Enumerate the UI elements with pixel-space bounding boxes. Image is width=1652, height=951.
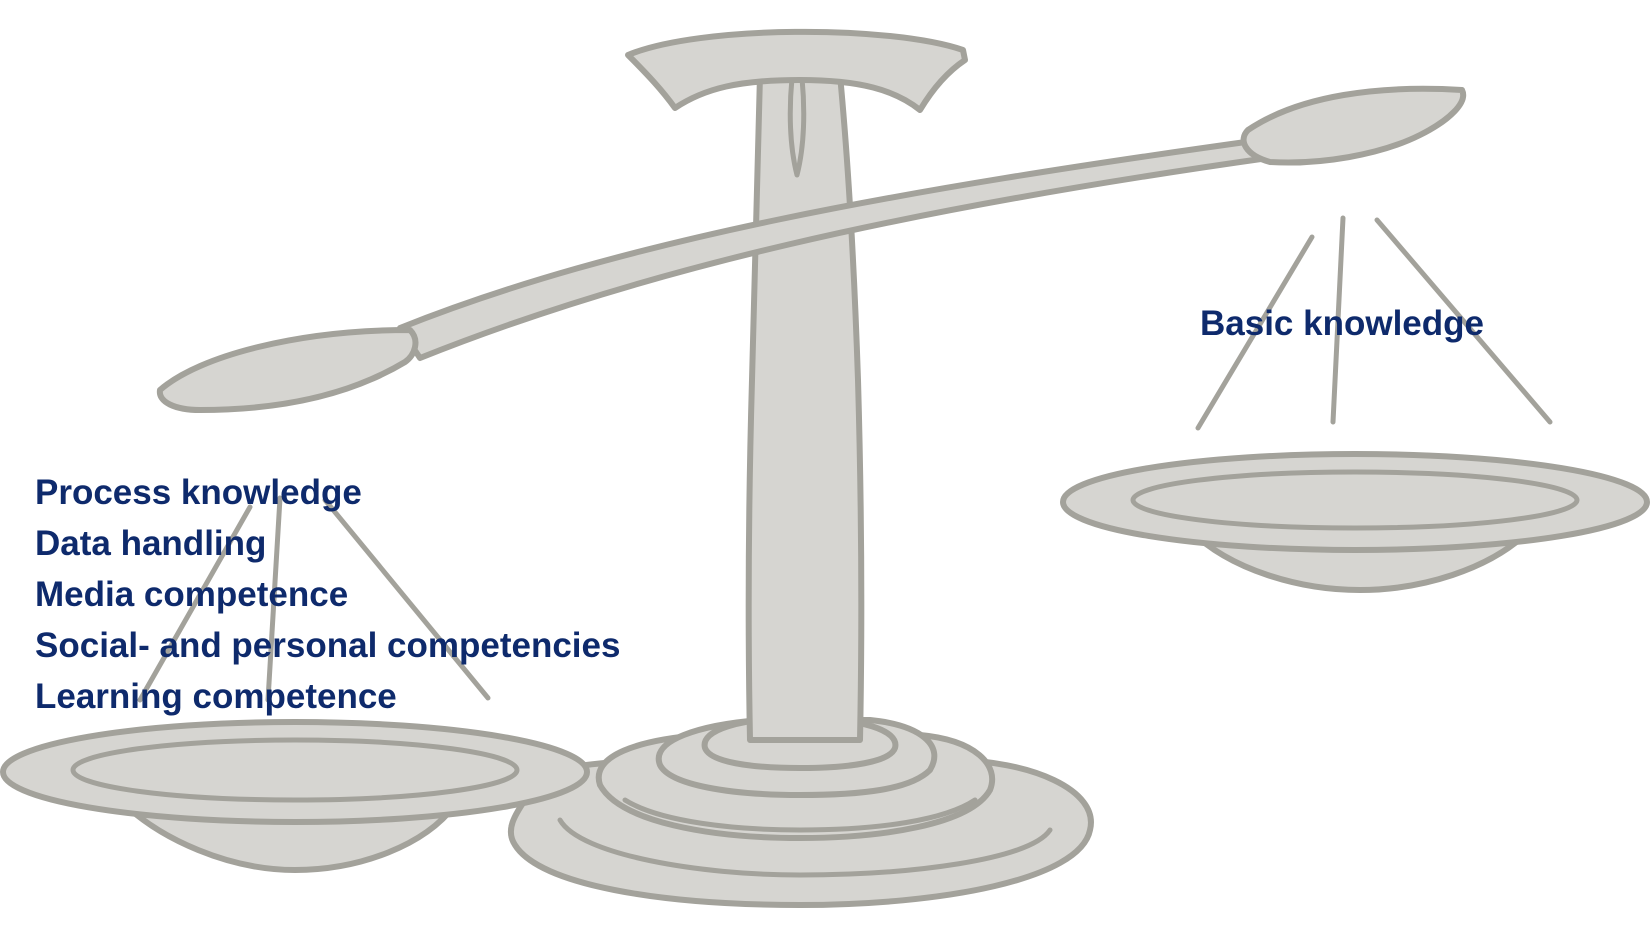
- left-chain-middle: [265, 495, 283, 703]
- right-chain-left: [1195, 234, 1315, 431]
- column-highlight: [787, 42, 807, 178]
- column-post: [745, 72, 865, 743]
- left-pan-inner-ring: [70, 737, 520, 803]
- beam-right-end: [1240, 85, 1467, 166]
- left-pan-rim: [0, 719, 590, 825]
- left-chain-right: [322, 497, 491, 701]
- left-pan-item: Data handling: [35, 524, 267, 563]
- right-chain-right: [1374, 217, 1553, 425]
- beam-left-end: [156, 327, 419, 413]
- right-pan-label: Basic knowledge: [1200, 304, 1484, 343]
- right-pan-chains: [1195, 215, 1553, 431]
- right-pan-inner-ring: [1130, 469, 1580, 531]
- right-chain-middle: [1330, 215, 1346, 425]
- left-pan-item: Social- and personal competencies: [35, 626, 621, 665]
- left-pan: [0, 719, 590, 873]
- right-pan-rim: [1060, 451, 1650, 553]
- scale-top-crossbar: [625, 28, 968, 113]
- scale-beam: [156, 85, 1467, 413]
- scale-base: [507, 715, 1094, 908]
- left-pan-chains: [137, 495, 491, 703]
- right-pan: [1060, 451, 1650, 593]
- left-pan-item: Media competence: [35, 575, 349, 614]
- left-pan-list: Process knowledge Data handling Media co…: [35, 467, 620, 722]
- scale-column: [745, 42, 865, 743]
- left-chain-left: [137, 504, 253, 703]
- left-pan-item: Process knowledge: [35, 473, 362, 512]
- base-middle-ring: [622, 797, 978, 833]
- base-bottom-ring: [557, 817, 1053, 878]
- left-pan-item: Learning competence: [35, 677, 397, 716]
